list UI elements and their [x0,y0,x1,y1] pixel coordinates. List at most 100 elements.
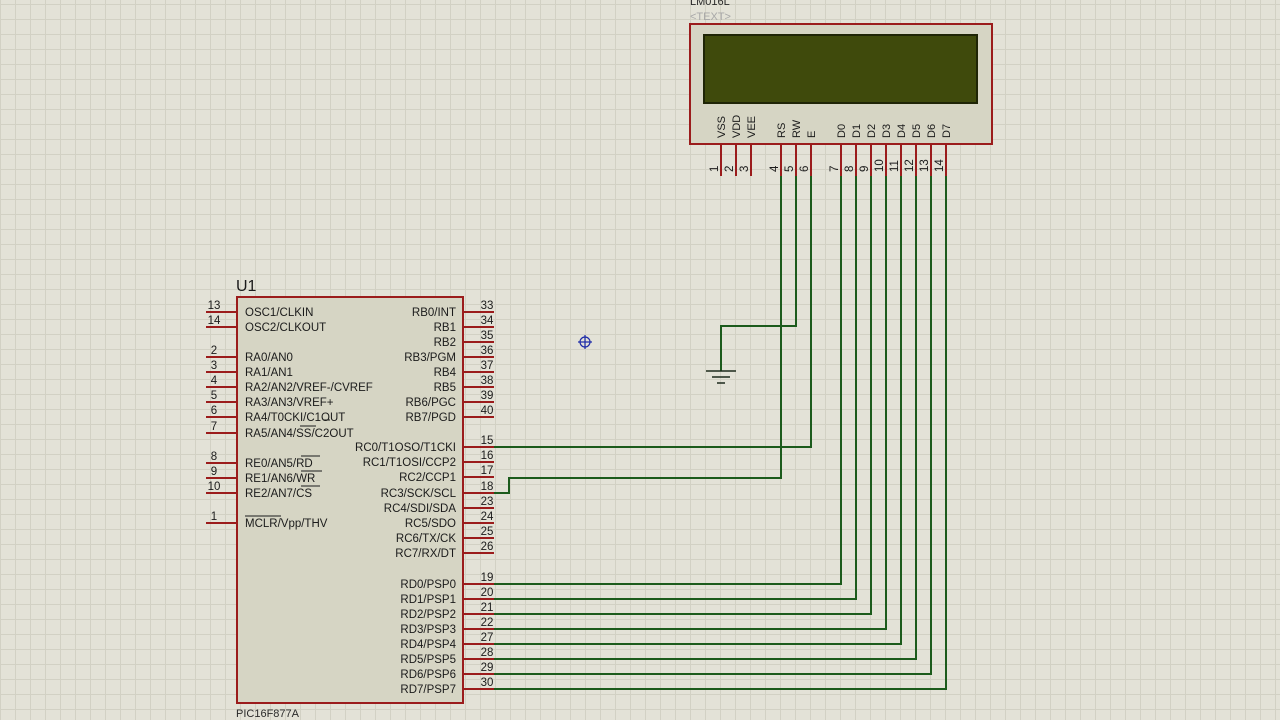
wire[interactable] [494,176,947,690]
mcu-pin-label: RA2/AN2/VREF-/CVREF [245,382,373,394]
lcd-pin-number: 4 [769,165,781,172]
mcu-pin-number: 13 [208,300,221,312]
lcd-pin-label: D2 [866,124,878,138]
mcu-pin-number: 6 [211,405,217,417]
lcd-pin-label: VSS [716,116,728,138]
lcd-component[interactable]: LM016L <TEXT> VSS1VDD2VEE3RS4RW5E6D07D18… [689,0,993,176]
mcu-part-label: PIC16F877A [236,708,300,720]
wire[interactable] [494,176,812,448]
lcd-pin-number: 12 [904,159,916,172]
mcu-body[interactable] [236,296,464,704]
mcu-pin-number: 18 [481,481,494,493]
mcu-pin-label: RA0/AN0 [245,352,293,364]
lcd-pin-number: 6 [799,166,811,172]
mcu-pin-label: RD4/PSP4 [400,639,456,651]
mcu-pin-label: RD0/PSP0 [400,579,456,591]
mcu-pin-number: 23 [481,496,494,508]
mcu-pin-number: 29 [481,662,494,674]
lcd-pin-number: 13 [919,159,931,172]
mcu-pin-number: 22 [481,617,494,629]
mcu-right-pins: 33RB0/INT34RB135RB236RB3/PGM37RB438RB539… [355,300,494,696]
mcu-pin-label: RC3/SCK/SCL [381,488,457,500]
crosshair-cursor-icon [578,335,592,349]
mcu-pin-label: RA5/AN4/SS/C2OUT [245,428,354,440]
mcu-pin-number: 1 [211,511,217,523]
lcd-ref-label: LM016L [690,0,730,8]
wire[interactable] [494,176,782,494]
mcu-pin-label: RE2/AN7/CS [245,488,312,500]
mcu-pin-number: 30 [481,677,494,689]
mcu-pin-label: RD7/PSP7 [400,684,456,696]
wire[interactable] [494,176,872,615]
lcd-screen [703,34,978,104]
mcu-pin-label: RE1/AN6/WR [245,473,315,485]
mcu-pin-number: 3 [211,360,217,372]
mcu-pin-label: RD1/PSP1 [400,594,456,606]
ground-icon[interactable] [706,370,736,384]
mcu-pin-label: RA3/AN3/VREF+ [245,397,334,409]
mcu-pin-number: 27 [481,632,494,644]
mcu-pin-number: 33 [481,300,494,312]
mcu-pin-number: 26 [481,541,494,553]
mcu-pin-label: RD2/PSP2 [400,609,456,621]
wire[interactable] [494,176,932,675]
wire[interactable] [494,176,887,630]
mcu-left-pins: 13OSC1/CLKIN14OSC2/CLKOUT2RA0/AN03RA1/AN… [206,300,373,530]
mcu-pin-number: 7 [211,421,217,433]
mcu-pin-label: OSC1/CLKIN [245,307,313,319]
lcd-pins: VSS1VDD2VEE3RS4RW5E6D07D18D29D310D411D51… [709,115,953,176]
mcu-pin-number: 39 [481,390,494,402]
mcu-pin-number: 5 [211,390,217,402]
mcu-pin-label: RB0/INT [412,307,456,319]
wire[interactable] [494,176,857,600]
mcu-pin-label: RB2 [434,337,456,349]
mcu-pin-label: RD6/PSP6 [400,669,456,681]
mcu-pin-label: RC5/SDO [405,518,456,530]
mcu-pin-label: RC6/TX/CK [396,533,456,545]
mcu-pin-number: 10 [208,481,221,493]
mcu-pin-number: 8 [211,451,217,463]
wire[interactable] [494,176,842,585]
mcu-pin-number: 20 [481,587,494,599]
mcu-pin-number: 21 [481,602,494,614]
lcd-text-placeholder: <TEXT> [690,11,731,23]
lcd-pin-number: 1 [709,166,721,172]
mcu-pin-number: 2 [211,345,217,357]
lcd-pin-label: D7 [941,124,953,138]
lcd-pin-label: D6 [926,124,938,138]
mcu-pin-number: 16 [481,450,494,462]
mcu-pin-label: RD5/PSP5 [400,654,456,666]
lcd-pin-label: D4 [896,124,908,138]
lcd-pin-number: 7 [829,166,841,172]
mcu-pin-label: RC7/RX/DT [395,548,456,560]
lcd-pin-label: D3 [881,124,893,138]
mcu-ref-label: U1 [236,278,257,295]
mcu-pin-number: 9 [211,466,217,478]
mcu-pin-number: 19 [481,572,494,584]
mcu-pin-label: RB4 [434,367,457,379]
lcd-pin-number: 8 [844,166,856,172]
mcu-pin-label: RB7/PGD [406,412,457,424]
lcd-pin-number: 5 [784,166,796,172]
mcu-pin-label: RE0/AN5/RD [245,458,313,470]
lcd-pin-number: 14 [934,159,946,172]
wire[interactable] [720,176,797,371]
mcu-pin-label: RB1 [434,322,456,334]
mcu-pin-label: MCLR/Vpp/THV [245,518,328,530]
mcu-pin-number: 4 [211,375,218,387]
mcu-pin-label: RC4/SDI/SDA [384,503,457,515]
wire[interactable] [494,176,917,660]
mcu-pin-number: 15 [481,435,494,447]
mcu-pin-number: 25 [481,526,494,538]
mcu-pin-number: 36 [481,345,494,357]
mcu-pin-number: 37 [481,360,494,372]
wire[interactable] [494,176,902,645]
mcu-pin-number: 17 [481,465,494,477]
mcu-pin-label: RA4/T0CKI/C1OUT [245,412,345,424]
lcd-pin-number: 3 [739,166,751,172]
mcu-pin-label: OSC2/CLKOUT [245,322,326,334]
mcu-pin-label: RC0/T1OSO/T1CKI [355,442,456,454]
lcd-pin-number: 2 [724,166,736,172]
